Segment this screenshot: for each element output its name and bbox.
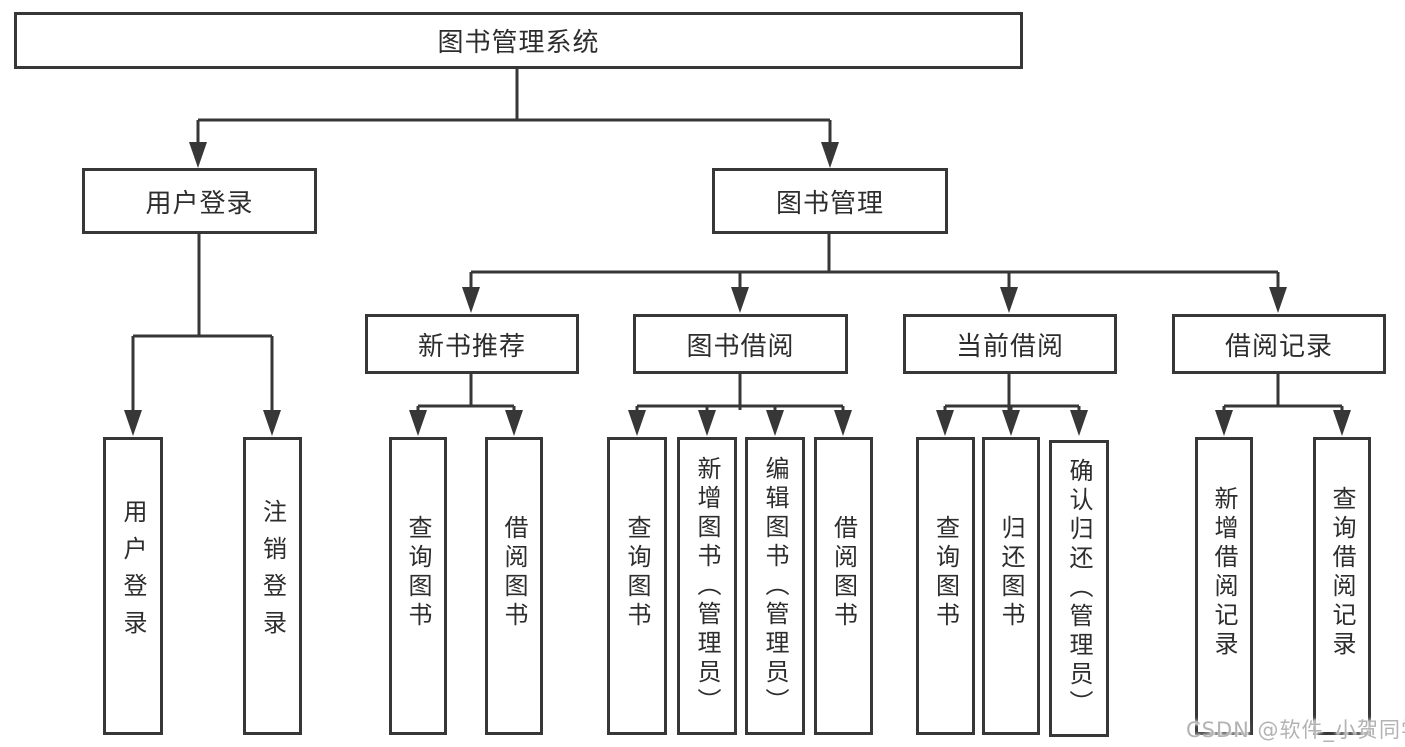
node-query-books-current: 查询图书 (916, 437, 975, 735)
arrowhead-icon (124, 410, 142, 436)
csdn-watermark: CSDN @软件_小贺同学 (1186, 718, 1405, 742)
node-edit-book-admin: 编辑图书（管理员） (745, 437, 805, 735)
connector-user-login-split (131, 234, 274, 414)
node-borrow-books-recommend: 借阅图书 (485, 437, 543, 735)
node-add-borrow-record: 新增借阅记录 (1195, 437, 1253, 735)
node-add-book-admin: 新增图书（管理员） (677, 437, 737, 735)
arrowhead-icon (731, 287, 749, 313)
node-return-books: 归还图书 (982, 437, 1040, 735)
node-book-borrowing: 图书借阅 (633, 314, 848, 374)
arrowhead-icon (821, 142, 839, 168)
arrowhead-icon (1215, 410, 1233, 436)
node-query-books-borrow: 查询图书 (607, 437, 667, 735)
connector-new-book-split (416, 374, 516, 412)
arrowheads (124, 142, 1351, 436)
connector-root-split (196, 69, 832, 146)
arrowhead-icon (698, 410, 716, 436)
node-book-management: 图书管理 (712, 168, 948, 234)
node-user-login: 用户登录 (82, 168, 317, 234)
arrowhead-icon (936, 410, 954, 436)
arrowhead-icon (189, 142, 207, 168)
node-query-borrow-record: 查询借阅记录 (1313, 437, 1371, 735)
node-borrowing-records: 借阅记录 (1172, 314, 1386, 374)
connector-book-borrow-split (635, 374, 845, 412)
arrowhead-icon (1002, 410, 1020, 436)
arrowhead-icon (834, 410, 852, 436)
arrowhead-icon (462, 287, 480, 313)
connector-borrow-records-split (1222, 374, 1344, 412)
connector-elbows (131, 69, 1344, 414)
node-user-login-action: 用户登录 (103, 437, 163, 735)
node-query-books-recommend: 查询图书 (389, 437, 447, 735)
arrowhead-icon (1000, 287, 1018, 313)
node-borrow-books-action: 借阅图书 (814, 437, 873, 735)
arrowhead-icon (766, 410, 784, 436)
connector-book-management-split (469, 234, 1280, 291)
arrowhead-icon (505, 410, 523, 436)
arrowhead-icon (628, 410, 646, 436)
node-confirm-return-admin: 确认归还（管理员） (1049, 440, 1109, 737)
node-logout-action: 注销登录 (243, 437, 302, 735)
node-current-borrowing: 当前借阅 (903, 314, 1117, 374)
node-library-management-system: 图书管理系统 (14, 12, 1023, 69)
arrowhead-icon (263, 410, 281, 436)
arrowhead-icon (1070, 410, 1088, 436)
connector-current-borrow-split (943, 374, 1081, 412)
node-new-book-recommendation: 新书推荐 (365, 314, 579, 374)
arrowhead-icon (1269, 287, 1287, 313)
arrowhead-icon (409, 410, 427, 436)
arrowhead-icon (1333, 410, 1351, 436)
